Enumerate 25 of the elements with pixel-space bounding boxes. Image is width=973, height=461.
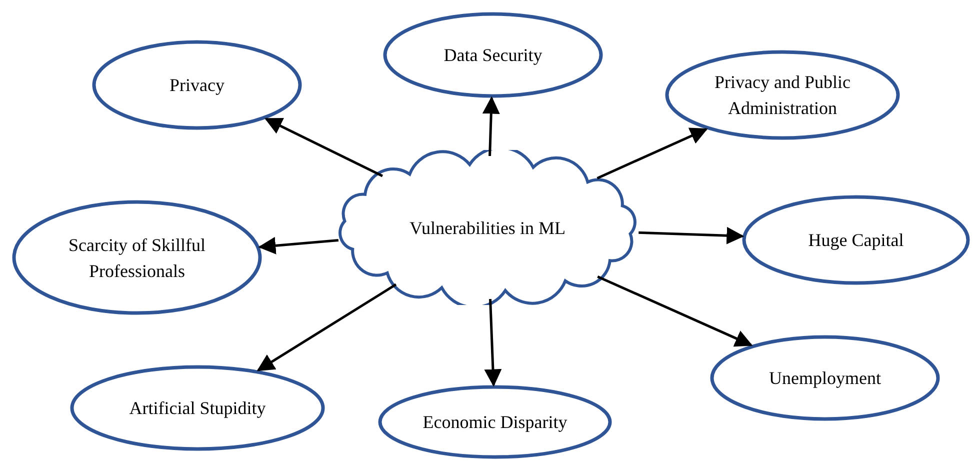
- ellipse-node: [12, 200, 262, 315]
- ellipse-node: [665, 50, 900, 140]
- arrow: [638, 226, 744, 244]
- ellipse-node: [710, 335, 940, 421]
- arrow: [597, 275, 753, 347]
- arrow: [256, 283, 397, 372]
- node-label: Economic Disparity: [422, 411, 568, 434]
- arrow: [484, 298, 502, 387]
- arrow: [482, 96, 500, 156]
- ellipse-node: [742, 195, 970, 285]
- node-label: Unemployment: [769, 367, 881, 390]
- ellipse-node: [383, 12, 603, 98]
- arrow: [596, 128, 708, 180]
- ellipse-node: [70, 365, 325, 451]
- node-label: Scarcity of Skillful Professionals: [68, 234, 206, 282]
- arrow: [258, 236, 339, 254]
- arrow: [264, 118, 384, 178]
- node-label: Vulnerabilities in ML: [410, 216, 566, 240]
- node-label: Privacy and Public Administration: [714, 71, 852, 120]
- node-label: Huge Capital: [808, 229, 904, 252]
- ellipse-node: [378, 385, 612, 459]
- node-label: Artificial Stupidity: [129, 397, 266, 420]
- node-label: Data Security: [444, 44, 542, 67]
- node-label: Privacy: [170, 74, 224, 97]
- ellipse-node: [92, 40, 302, 130]
